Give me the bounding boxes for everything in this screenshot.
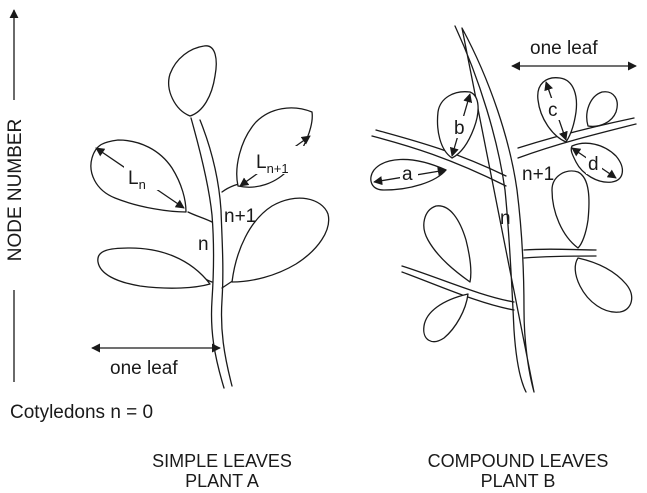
plant-b-stem [455, 26, 534, 392]
plant-b-leaflet-b-label: b [454, 118, 465, 139]
plant-a-lower-left-leaf [98, 248, 210, 288]
plant-b-leaflet-c-label: c [548, 100, 558, 121]
plant-b-caption-line2: PLANT B [481, 471, 556, 491]
plant-a-node-n-label: n [198, 234, 209, 255]
plant-b-leaflet-a-label: a [402, 164, 413, 185]
cotyledons-label: Cotyledons n = 0 [10, 402, 153, 423]
plant-b-node-n-label: n [500, 208, 511, 229]
plant-b-caption-line1: COMPOUND LEAVES [428, 451, 609, 471]
plant-a-one-leaf-label: one leaf [110, 358, 178, 379]
plant-b-leaflet-right-upper [552, 171, 589, 248]
node-number-axis: NODE NUMBER [4, 10, 26, 382]
plant-b-node-n1-label: n+1 [522, 164, 554, 185]
plant-a-node-n1-label: n+1 [224, 206, 256, 227]
plant-a-top-leaf [169, 46, 217, 116]
plant-a: Ln Ln+1 n n+1 one leaf [91, 46, 329, 388]
plant-b-leaflet-top-right [587, 92, 617, 127]
plant-a-caption-line2: PLANT A [185, 471, 259, 491]
plant-a-petiole-left [188, 212, 212, 222]
node-number-axis-label: NODE NUMBER [5, 119, 26, 262]
plant-a-caption-line1: SIMPLE LEAVES [152, 451, 292, 471]
plant-b-one-leaf-label: one leaf [530, 38, 598, 59]
plant-b-leaflet-left-upper [424, 206, 471, 282]
plant-b-lower-right-rachis [524, 249, 596, 258]
plant-b: a b c d n n+1 one leaf [371, 26, 636, 392]
plant-b-leaflet-left-lower [424, 294, 468, 342]
plant-b-leaflet-d-label: d [588, 154, 599, 175]
plant-b-leaflet-right-lower [575, 258, 631, 312]
